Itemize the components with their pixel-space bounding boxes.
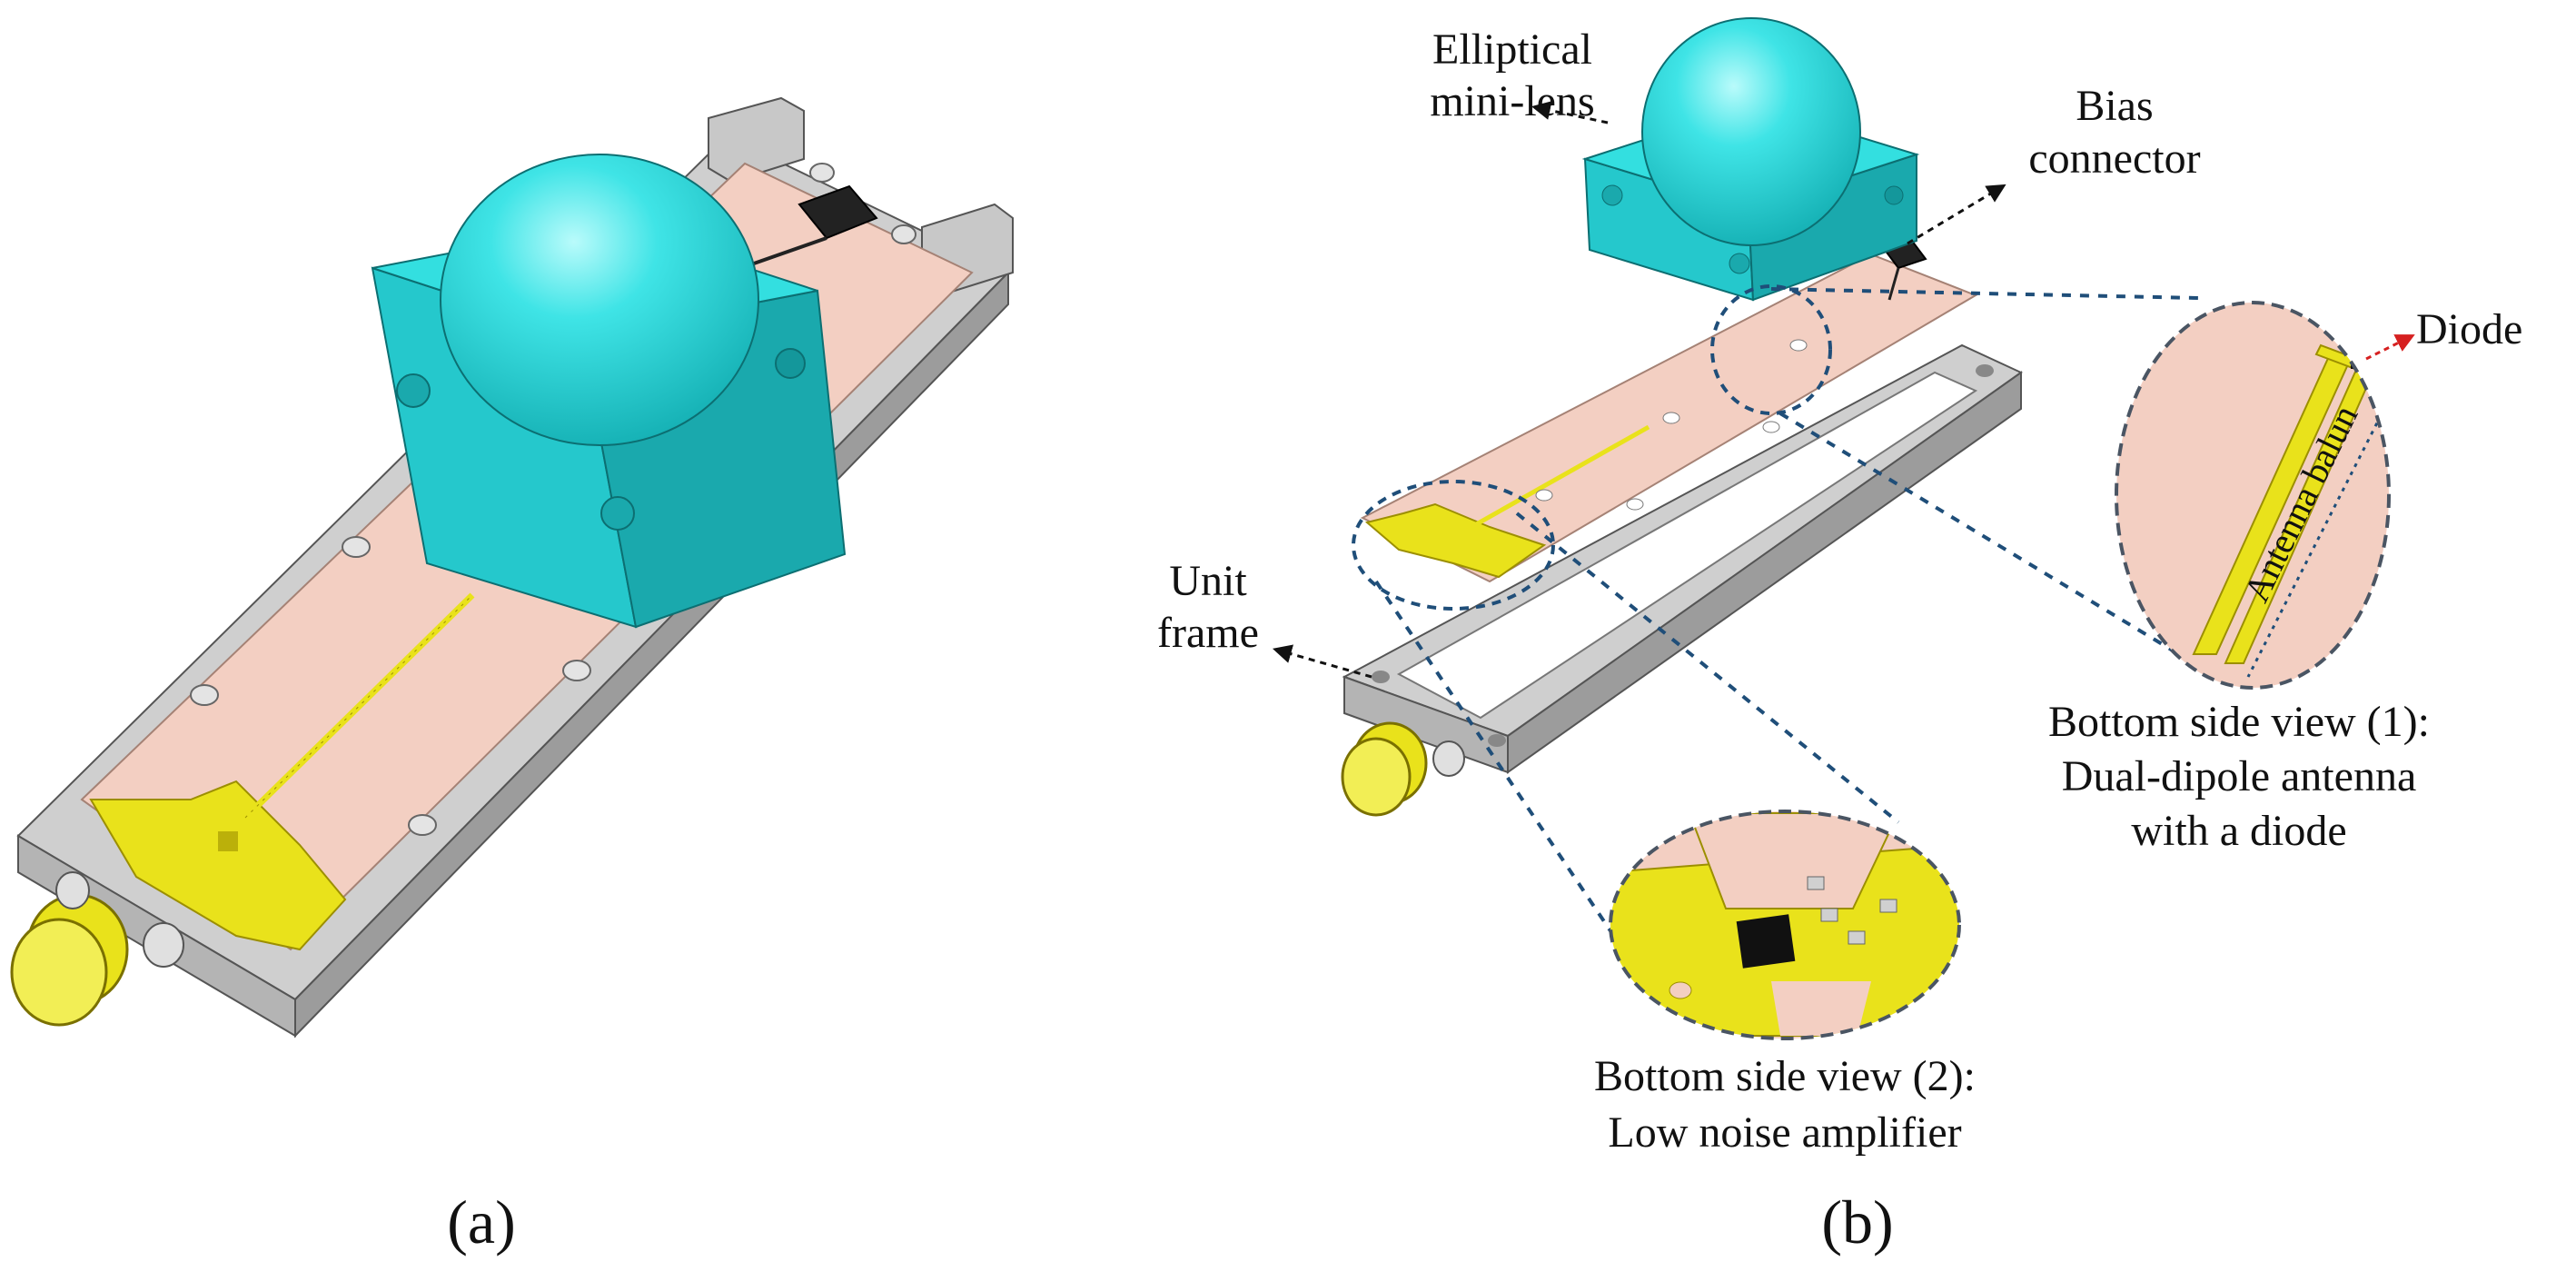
bias-label-line2: connector: [2028, 134, 2200, 183]
lna-region-marker: [1352, 480, 1555, 611]
view2-caption-line2: Low noise amplifier: [1608, 1108, 1961, 1157]
annotation-labels: Elliptical mini-lens Bias connector Diod…: [447, 25, 2522, 1257]
panel-b-exploded-view: [1272, 17, 2415, 1040]
diode-arrow: [2365, 334, 2415, 361]
frame-label-line1: Unit: [1169, 557, 1247, 605]
elliptical-lens-dome-a: [440, 154, 759, 446]
panel-label-a: (a): [447, 1188, 515, 1257]
diode-label: Diode: [2416, 305, 2522, 353]
bias-label-line1: Bias: [2076, 82, 2153, 130]
sma-connector-b: [1341, 721, 1465, 817]
zoom-leader-lines: [1374, 287, 2218, 942]
pcb-board-b: [1360, 253, 1978, 583]
frame-arrow: [1272, 644, 1372, 679]
zoom-view-1-ring: [2115, 301, 2391, 690]
zoom-view-2-ring: [1609, 810, 1961, 1040]
antenna-region-marker: [1710, 284, 1832, 415]
lens-label-line2: mini-lens: [1430, 77, 1594, 125]
unit-frame-b: [1342, 343, 2023, 774]
sma-connector-a: [10, 871, 184, 1027]
bias-arrow: [1907, 184, 2006, 245]
zoom-view-1: [2115, 301, 2391, 690]
zoom-view-2: [1609, 810, 1961, 1040]
bias-connector-a: [753, 184, 878, 265]
lens-arrow: [1531, 101, 1609, 124]
view1-caption-line3: with a diode: [2131, 807, 2346, 855]
view1-caption-line2: Dual-dipole antenna: [2062, 752, 2417, 800]
lens-label-line1: Elliptical: [1432, 25, 1592, 74]
panel-label-b: (b): [1821, 1188, 1893, 1257]
view2-caption-line1: Bottom side view (2):: [1594, 1052, 1976, 1100]
view1-caption-line1: Bottom side view (1):: [2048, 698, 2430, 746]
frame-label-line2: frame: [1157, 609, 1259, 657]
panel-a-assembly: [10, 96, 1014, 1038]
elliptical-lens-dome-b: [1641, 17, 1861, 246]
